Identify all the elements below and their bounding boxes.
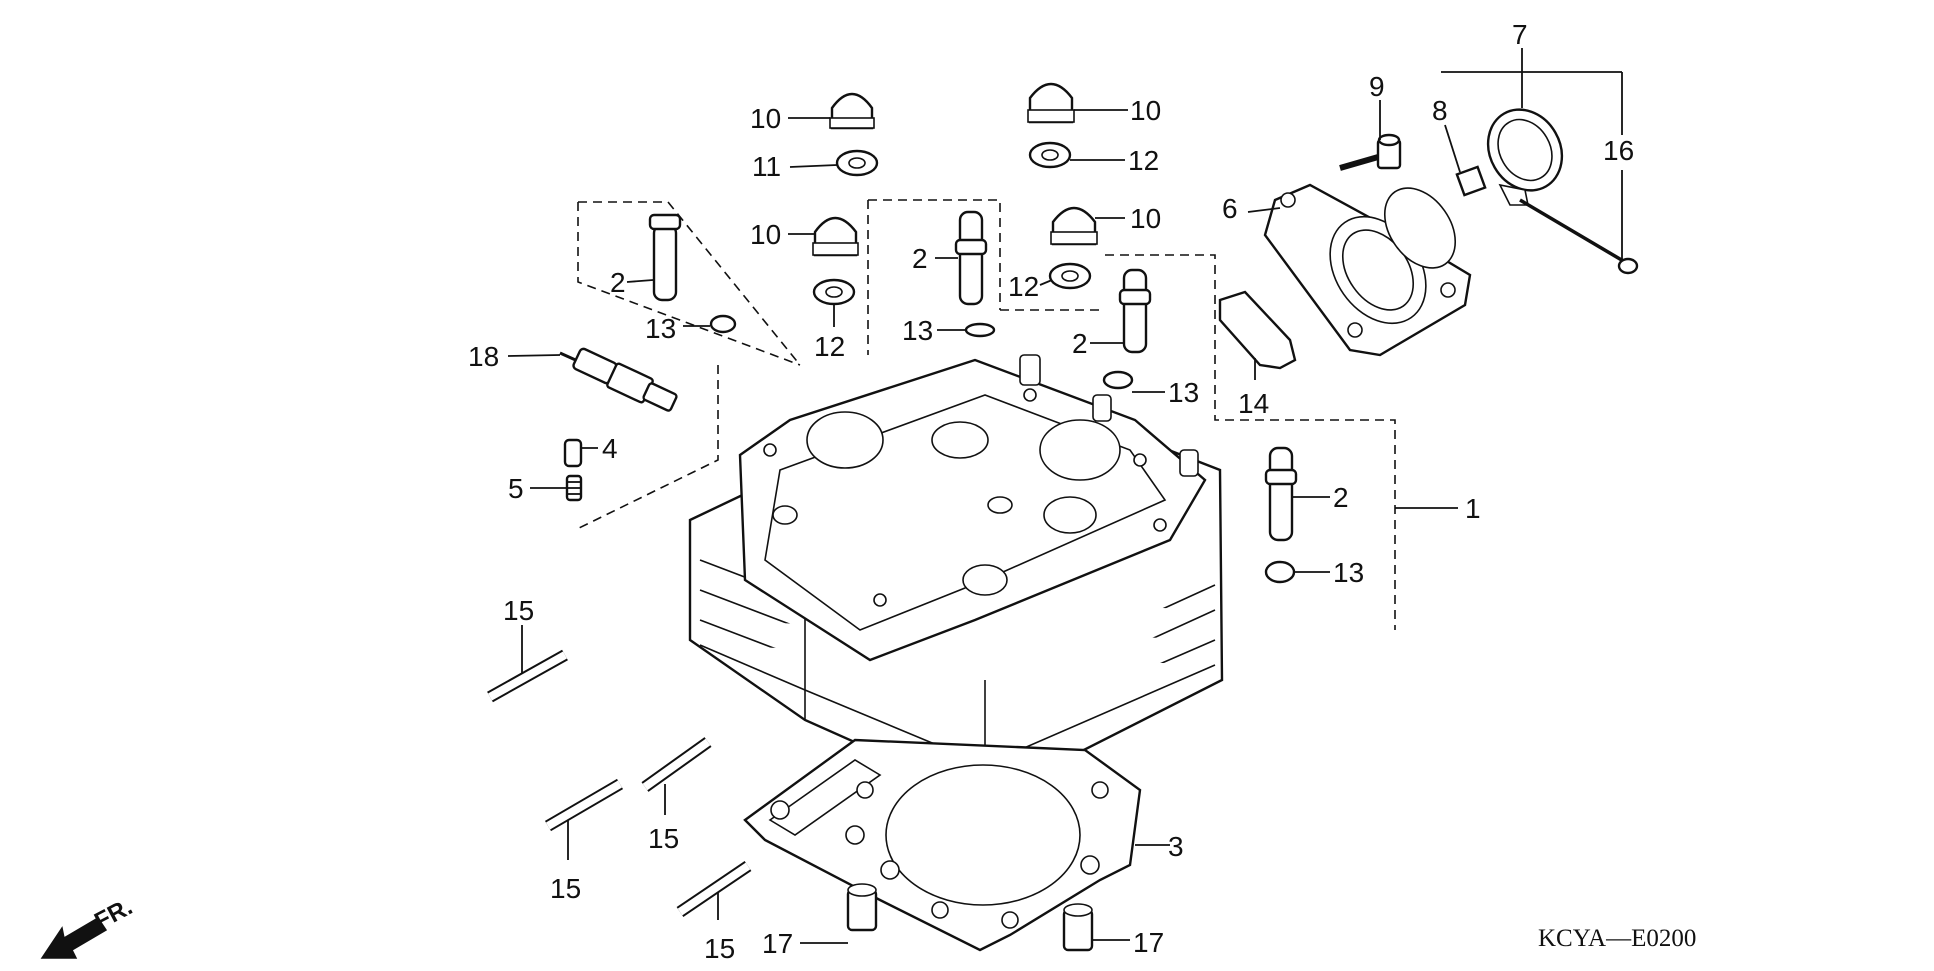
callout-13: 13: [1333, 557, 1364, 588]
callout-2: 2: [1072, 328, 1088, 359]
callout-10: 10: [750, 103, 781, 134]
front-direction-arrow: FR.: [40, 893, 137, 959]
callout-labels: 10 11 10 12 10 12 10 12 2 13 2 13 2 13 2…: [468, 19, 1634, 964]
callout-12: 12: [1128, 145, 1159, 176]
carburetor-insulator: [1263, 183, 1472, 357]
diagram-code: KCYA—E0200: [1538, 925, 1696, 952]
callout-5: 5: [508, 473, 524, 504]
leader-lines: [507, 48, 1623, 944]
callout-9: 9: [1369, 71, 1385, 102]
callout-13: 13: [1168, 377, 1199, 408]
o-ring-13-c: [1102, 370, 1134, 390]
callout-16: 16: [1603, 135, 1634, 166]
callout-15: 15: [648, 823, 679, 854]
callout-11: 11: [752, 151, 781, 182]
valve-guide-3: [1118, 268, 1152, 354]
valve-guide-1: [648, 213, 682, 302]
callout-13: 13: [645, 313, 676, 344]
callout-10: 10: [750, 219, 781, 250]
callout-2: 2: [1333, 482, 1349, 513]
stud-bolt-1: [487, 649, 568, 703]
band-screw: [1519, 198, 1639, 275]
callout-18: 18: [468, 341, 499, 372]
head-gasket: [743, 738, 1142, 952]
callout-12: 12: [1008, 271, 1039, 302]
dowel-pin-4: [563, 438, 583, 468]
callout-1: 1: [1465, 493, 1481, 524]
callout-2: 2: [912, 243, 928, 274]
spark-plug: [559, 347, 678, 412]
valve-cap-3: [812, 216, 859, 257]
callout-17: 17: [1133, 927, 1164, 958]
o-ring-13-a: [709, 314, 737, 334]
cylinder-head: [688, 354, 1224, 802]
callout-17: 17: [762, 928, 793, 959]
o-ring-13-b: [964, 322, 996, 338]
valve-guide-4: [1264, 446, 1298, 542]
stud-bolt-4: [676, 861, 752, 917]
insulator-band: [1486, 108, 1564, 206]
valve-cap-1: [829, 92, 875, 130]
insulator-o-ring: [1218, 290, 1297, 370]
stud-bolt-2: [544, 778, 624, 832]
callout-13: 13: [902, 315, 933, 346]
callout-4: 4: [602, 433, 618, 464]
valve-cap-2: [1027, 82, 1075, 124]
band-nut: [1455, 165, 1487, 197]
callout-8: 8: [1432, 95, 1448, 126]
dowel-pin-17-a: [846, 883, 878, 932]
valve-cap-4: [1050, 206, 1098, 246]
callout-2: 2: [610, 267, 626, 298]
callout-10: 10: [1130, 203, 1161, 234]
dowel-pin-17-b: [1062, 903, 1094, 952]
callout-12: 12: [814, 331, 845, 362]
o-ring-13-d: [1264, 560, 1296, 584]
callout-15: 15: [550, 873, 581, 904]
callout-6: 6: [1222, 193, 1238, 224]
callout-10: 10: [1130, 95, 1161, 126]
callout-3: 3: [1168, 831, 1184, 862]
group-bracket-lines: [574, 199, 1458, 630]
callout-14: 14: [1238, 388, 1269, 419]
valve-guide-2: [954, 210, 988, 306]
flange-bolt: [1339, 133, 1402, 171]
jet-5: [565, 474, 583, 502]
stud-bolt-3: [641, 737, 712, 792]
callout-15: 15: [503, 595, 534, 626]
callout-15: 15: [704, 933, 735, 964]
callout-7: 7: [1512, 19, 1528, 50]
